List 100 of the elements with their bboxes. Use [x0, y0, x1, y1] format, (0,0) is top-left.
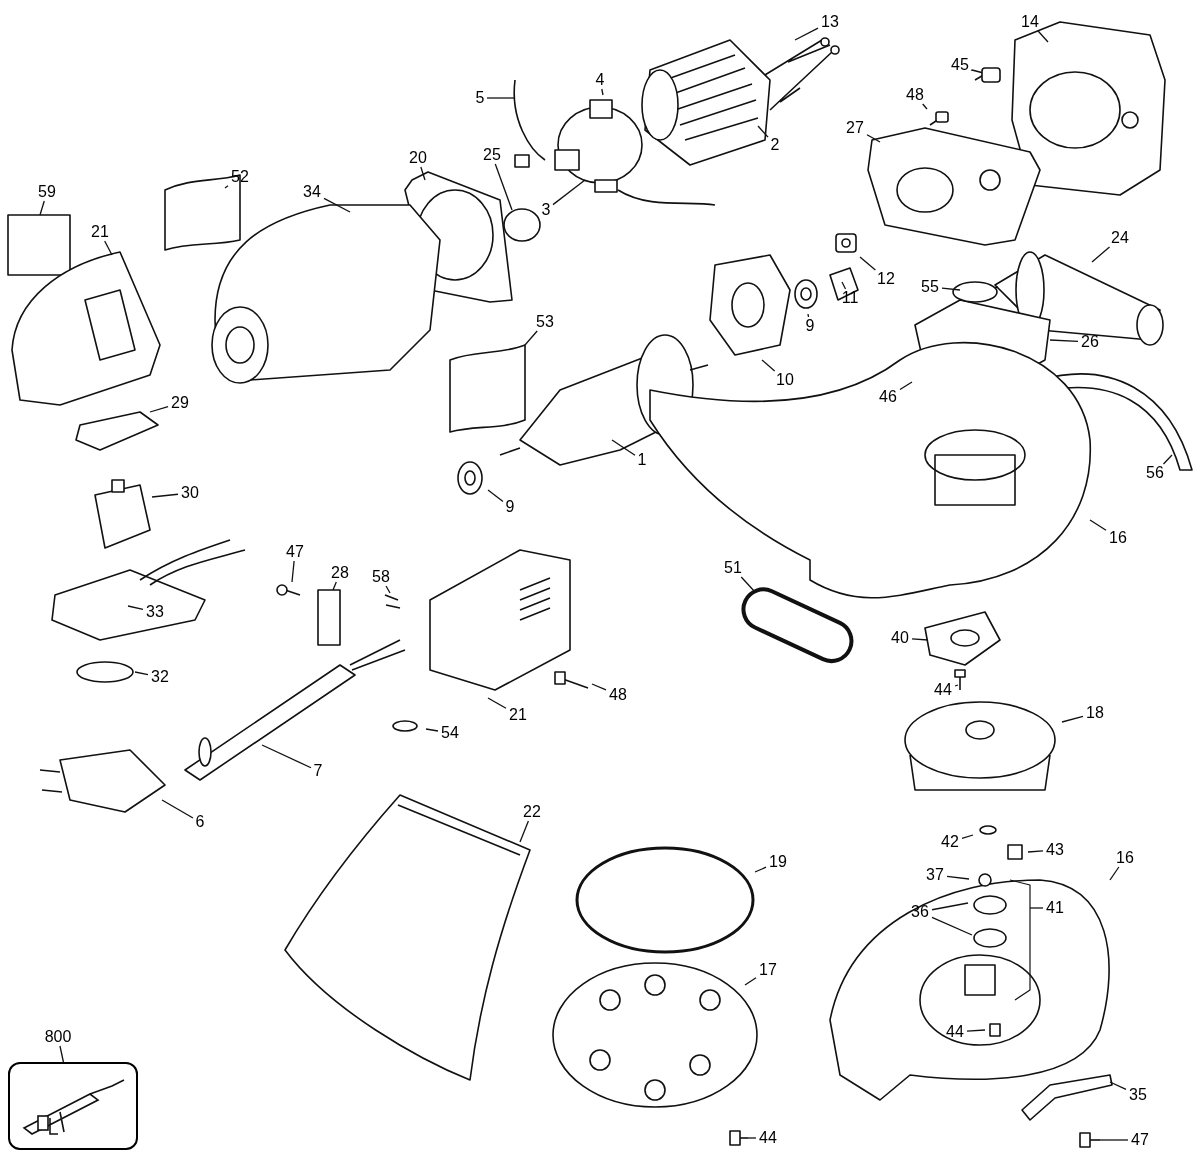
- leader-line: [740, 576, 756, 593]
- callout-number: 10: [773, 371, 797, 389]
- leader-line: [1162, 454, 1173, 465]
- leader-line: [487, 697, 507, 709]
- leader-line: [931, 916, 973, 936]
- leader-line: [425, 728, 439, 732]
- leader-line: [859, 256, 876, 271]
- callout-number: 32: [148, 668, 172, 686]
- leader-line: [420, 166, 426, 181]
- leader-line: [486, 97, 516, 99]
- callout-number: 16: [1106, 529, 1130, 547]
- leader-line: [332, 581, 337, 591]
- callout-number: 7: [311, 762, 325, 780]
- leader-line: [744, 977, 757, 986]
- leader-line: [591, 683, 607, 691]
- leader-line: [524, 330, 538, 346]
- callout-number: 6: [193, 813, 207, 831]
- leader-line: [954, 684, 959, 687]
- callout-number: 13: [818, 13, 842, 31]
- callout-number: 48: [606, 686, 630, 704]
- kit-box: [8, 1062, 138, 1150]
- leader-line: [1089, 519, 1107, 531]
- callout-number: 58: [369, 568, 393, 586]
- leader-line: [1049, 339, 1079, 343]
- callout-number: 59: [35, 183, 59, 201]
- callout-number: 52: [228, 168, 252, 186]
- leader-line: [1109, 1081, 1127, 1091]
- leader-line: [1029, 907, 1044, 909]
- leader-line: [39, 200, 45, 216]
- callout-number: 37: [923, 866, 947, 884]
- leader-line: [911, 638, 929, 641]
- leader-line: [807, 313, 810, 318]
- leader-line: [323, 197, 351, 213]
- callout-number: 55: [918, 278, 942, 296]
- leader-line: [866, 134, 881, 143]
- callout-number: 21: [88, 223, 112, 241]
- callout-number: 47: [1128, 1131, 1152, 1149]
- leader-line: [519, 820, 530, 843]
- callout-number: 24: [1108, 229, 1132, 247]
- leader-line: [1109, 866, 1120, 881]
- callout-number: 44: [931, 681, 955, 699]
- callout-number: 9: [803, 317, 817, 335]
- leader-line: [291, 560, 295, 583]
- leader-line: [104, 240, 113, 256]
- callout-number: 12: [874, 270, 898, 288]
- leader-line: [127, 605, 144, 610]
- callout-number: 22: [520, 803, 544, 821]
- leader-line: [931, 902, 969, 911]
- callout-number: 14: [1018, 13, 1042, 31]
- leader-line: [385, 585, 391, 594]
- leader-line: [1061, 715, 1084, 723]
- leader-line: [161, 799, 194, 819]
- leader-line: [59, 1045, 65, 1063]
- callout-number: 17: [756, 961, 780, 979]
- callout-number: 48: [903, 86, 927, 104]
- leader-line: [841, 281, 847, 290]
- callout-number: 47: [283, 543, 307, 561]
- callout-number: 30: [178, 484, 202, 502]
- callout-number: 21: [506, 706, 530, 724]
- callout-number: 20: [406, 149, 430, 167]
- callout-number: 3: [539, 201, 553, 219]
- leader-line: [151, 493, 179, 498]
- callout-number: 43: [1043, 841, 1067, 859]
- callout-number: 16: [1113, 849, 1137, 867]
- leader-line: [754, 866, 767, 873]
- leader-line: [552, 179, 586, 206]
- leader-line: [966, 1029, 986, 1032]
- callout-number: 34: [300, 183, 324, 201]
- leader-line: [1037, 30, 1049, 43]
- callout-number: 18: [1083, 704, 1107, 722]
- leader-line: [761, 359, 776, 372]
- callout-number: 2: [768, 136, 782, 154]
- leader-line: [134, 671, 149, 676]
- callout-number: 42: [938, 833, 962, 851]
- leader-line: [941, 287, 961, 291]
- callout-number: 1: [635, 451, 649, 469]
- leader-line: [961, 834, 974, 839]
- leader-line: [946, 875, 970, 880]
- callout-number: 9: [503, 498, 517, 516]
- callout-number: 29: [168, 394, 192, 412]
- leader-line: [1091, 246, 1111, 263]
- leader-line: [601, 88, 604, 96]
- callout-number: 26: [1078, 333, 1102, 351]
- leader-line: [224, 185, 229, 189]
- leader-line: [261, 744, 312, 769]
- leader-line: [494, 163, 513, 211]
- callout-number: 19: [766, 853, 790, 871]
- leader-line: [899, 381, 913, 391]
- callout-number: 25: [480, 146, 504, 164]
- leader-line: [922, 103, 928, 110]
- leader-line: [1027, 850, 1044, 853]
- callout-number: 41: [1043, 899, 1067, 917]
- leader-line: [757, 125, 769, 138]
- callout-number: 35: [1126, 1086, 1150, 1104]
- callout-number: 27: [843, 119, 867, 137]
- callout-number: 44: [943, 1023, 967, 1041]
- callout-number: 45: [948, 56, 972, 74]
- callout-number: 46: [876, 388, 900, 406]
- callout-number: 44: [756, 1129, 780, 1147]
- leader-line: [149, 405, 169, 413]
